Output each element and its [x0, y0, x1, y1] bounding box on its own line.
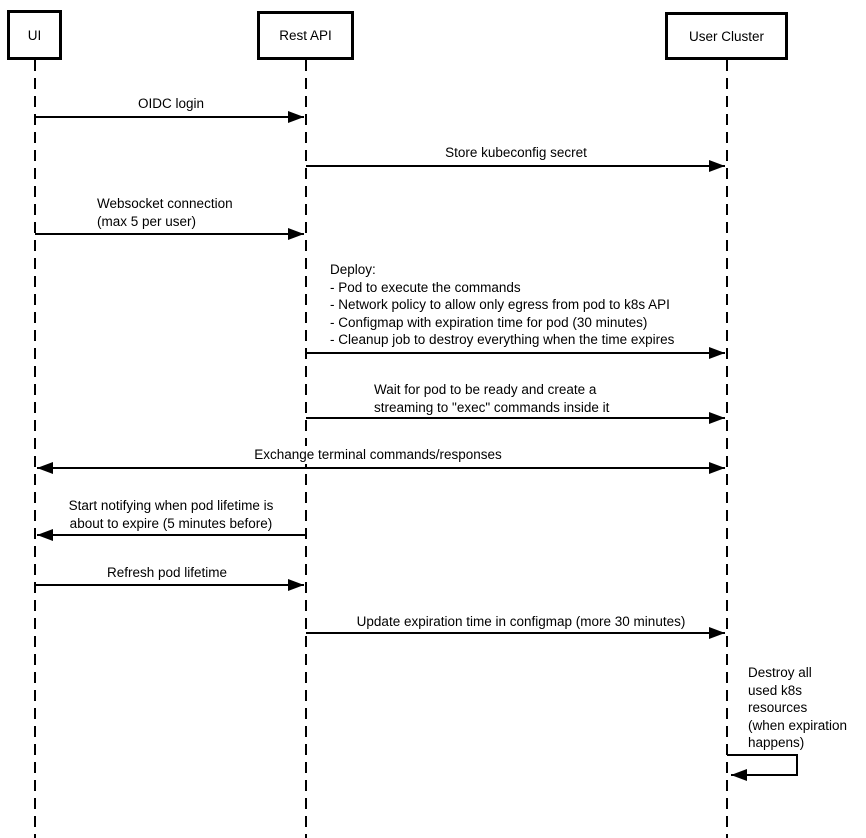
message-label-line: Websocket connection [97, 196, 233, 211]
message-label-line: - Cleanup job to destroy everything when… [330, 332, 675, 347]
message-label-line: Wait for pod to be ready and create a [374, 382, 597, 397]
message-label-line: (max 5 per user) [97, 213, 197, 229]
message-label-line: Destroy all [748, 665, 812, 680]
message-label-update-expiration: Update expiration time in configmap (mor… [354, 613, 688, 631]
actor-box-ui: UI [7, 10, 62, 60]
message-label-line: Deploy: [330, 262, 376, 277]
actor-box-rest-api: Rest API [257, 11, 354, 60]
actor-label-ui: UI [27, 27, 42, 43]
message-label-line: - Configmap with expiration time for pod… [330, 314, 648, 330]
message-label-line: - Network policy to allow only egress fr… [330, 297, 670, 312]
message-label-refresh-lifetime: Refresh pod lifetime [104, 564, 230, 582]
actor-label-rest-api: Rest API [279, 28, 332, 43]
actor-box-user-cluster: User Cluster [665, 12, 788, 60]
message-label-store-kubeconfig: Store kubeconfig secret [443, 144, 589, 162]
message-label-line: used k8s [748, 682, 803, 698]
message-label-line: Start notifying when pod lifetime is [68, 498, 274, 513]
actor-label-user-cluster: User Cluster [688, 28, 764, 44]
message-label-wait-for-pod: Wait for pod to be ready and create a st… [372, 381, 612, 416]
arrow-destroy-self-loop [727, 754, 798, 781]
message-label-line: happens) [748, 735, 805, 750]
message-label-notify-expiration: Start notifying when pod lifetime is abo… [66, 497, 276, 532]
message-label-line: - Pod to execute the commands [330, 279, 521, 295]
message-label-deploy: Deploy: - Pod to execute the commands - … [328, 261, 677, 349]
message-label-line: (when expiration [748, 717, 848, 733]
message-label-oidc-login: OIDC login [135, 95, 207, 113]
message-label-websocket: Websocket connection (max 5 per user) [95, 195, 235, 230]
message-label-line: streaming to "exec" commands inside it [374, 399, 610, 415]
message-label-line: about to expire (5 minutes before) [69, 515, 273, 531]
message-label-exchange-terminal: Exchange terminal commands/responses [252, 446, 504, 464]
message-label-line: resources [748, 700, 808, 715]
message-label-destroy-resources: Destroy all used k8s resources (when exp… [746, 664, 850, 752]
